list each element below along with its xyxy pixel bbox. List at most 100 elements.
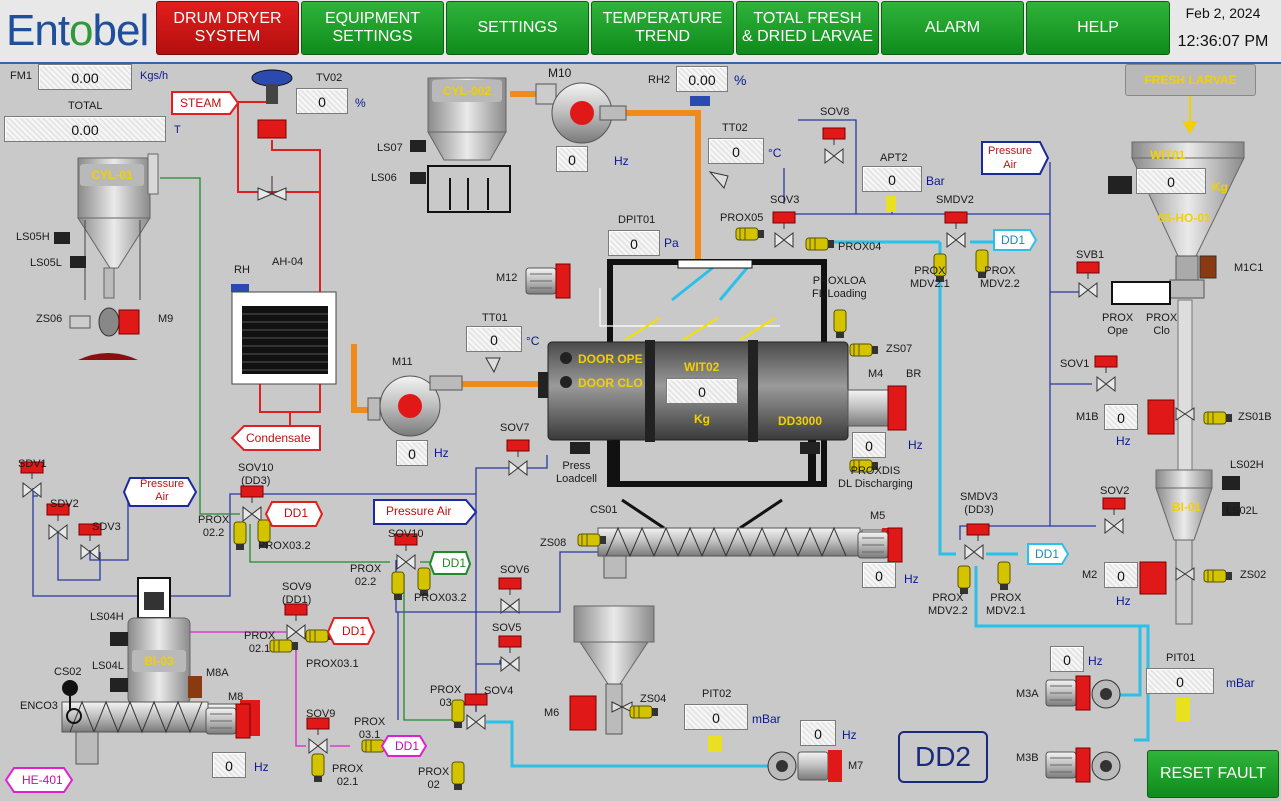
proxdis-label: PROXDIS DL Discharging (838, 465, 913, 490)
tt01-label: TT01 (482, 312, 508, 324)
prox03-label: PROX 03 (430, 684, 462, 709)
wit01-unit: Kg (1212, 180, 1228, 194)
dpit01-value[interactable]: 0 (608, 230, 660, 256)
prox-mdv21-label: PROX MDV2.1 (910, 265, 950, 290)
m10-label: M10 (548, 66, 572, 80)
m8-label: M8 (228, 691, 244, 703)
m2-label: M2 (1082, 569, 1098, 581)
bi03-bin (61, 577, 260, 765)
cs02-label: CS02 (54, 666, 82, 678)
m10-value[interactable]: 0 (556, 146, 588, 172)
nav-drum-dryer-system[interactable]: DRUM DRYER SYSTEM (156, 1, 299, 55)
pit02-unit: mBar (752, 712, 781, 726)
apt2-unit: Bar (926, 174, 945, 188)
apt2-value[interactable]: 0 (862, 166, 922, 192)
dd1-tag-5: DD1 (1001, 233, 1026, 247)
tv02-unit: % (355, 96, 366, 110)
pit02-label: PIT02 (702, 688, 732, 700)
reset-fault-button[interactable]: RESET FAULT (1147, 750, 1279, 798)
sov10-dd3-label: SOV10 (DD3) (238, 462, 274, 487)
prox-clo-label: PROX Clo (1146, 312, 1178, 337)
wit02-unit: Kg (694, 412, 710, 426)
current-time: 12:36:07 PM (1177, 33, 1269, 50)
zs01b-label: ZS01B (1238, 411, 1272, 423)
smdv3-label: SMDV3 (DD3) (960, 491, 998, 516)
m8-value[interactable]: 0 (212, 752, 246, 778)
nav-alarm[interactable]: ALARM (881, 1, 1024, 55)
sov6-label: SOV6 (500, 564, 530, 576)
hopper-tag: 65-HO-01 (1158, 211, 1211, 225)
dd1-tag-2: DD1 (342, 624, 367, 638)
pit01-label: PIT01 (1166, 652, 1196, 664)
proxloa-label: PROXLOA FL Loading (812, 275, 867, 300)
cs01-label: CS01 (590, 504, 618, 516)
ls05l-label: LS05L (30, 257, 62, 269)
fm1-unit: Kgs/h (140, 70, 169, 82)
apt2-label: APT2 (880, 152, 908, 164)
m1b-value[interactable]: 0 (1104, 404, 1138, 430)
pit02-value[interactable]: 0 (684, 704, 748, 730)
m1c1-label: M1C1 (1234, 262, 1264, 274)
fm1-value[interactable]: 0.00 (38, 64, 132, 90)
sdv2-label: SDV2 (50, 498, 79, 510)
tv02-control-valve (251, 69, 293, 201)
br-label: BR (906, 368, 922, 380)
tt01-value[interactable]: 0 (466, 326, 522, 352)
funnel-m6 (569, 605, 655, 735)
nav-temperature-trend[interactable]: TEMPERATURE TREND (591, 1, 734, 55)
m5-label: M5 (870, 510, 886, 522)
total-value[interactable]: 0.00 (4, 116, 166, 142)
prox032b-label: PROX03.2 (414, 592, 467, 604)
m7-value[interactable]: 0 (800, 720, 836, 746)
nav-help[interactable]: HELP (1026, 1, 1170, 55)
prox031b-label: PROX 03.1 (354, 716, 386, 741)
wit02-value[interactable]: 0 (666, 378, 738, 404)
nav-total-fresh-dried-larvae[interactable]: TOTAL FRESH & DRIED LARVAE (736, 1, 879, 55)
m3a-blower (1045, 675, 1121, 711)
m3a-value[interactable]: 0 (1050, 646, 1084, 672)
tv02-value[interactable]: 0 (296, 88, 348, 114)
wit02-label: WIT02 (684, 360, 720, 374)
zs07-label: ZS07 (886, 343, 913, 355)
m4-value[interactable]: 0 (852, 432, 886, 458)
prox04-label: PROX04 (838, 241, 882, 253)
sov9-label: SOV9 (306, 708, 336, 720)
nav-equipment-settings[interactable]: EQUIPMENT SETTINGS (301, 1, 444, 55)
m2-unit: Hz (1116, 594, 1131, 608)
m2-value[interactable]: 0 (1104, 562, 1138, 588)
wit01-value[interactable]: 0 (1136, 168, 1206, 194)
top-bar: Entobel DRUM DRYER SYSTEM EQUIPMENT SETT… (0, 0, 1281, 64)
zs04-label: ZS04 (640, 693, 667, 705)
ls05h-label: LS05H (16, 231, 50, 243)
hopper-65-ho-01 (1108, 141, 1245, 625)
nav-settings[interactable]: SETTINGS (446, 1, 589, 55)
wit01-label: WIT01 (1150, 148, 1186, 162)
m4-unit: Hz (908, 438, 923, 452)
pit01-value[interactable]: 0 (1146, 668, 1214, 694)
m8-unit: Hz (254, 760, 269, 774)
rh2-value[interactable]: 0.00 (676, 66, 728, 92)
m5-value[interactable]: 0 (862, 562, 896, 588)
tt02-value[interactable]: 0 (708, 138, 764, 164)
m3b-blower (1045, 747, 1121, 783)
door-ope-label: DOOR OPE (578, 352, 643, 366)
air-heater-ah04 (231, 291, 337, 385)
dd1-tag-1: DD1 (284, 506, 309, 520)
m7-unit: Hz (842, 728, 857, 742)
prox021b-label: PROX 02.1 (332, 763, 364, 788)
m1b-label: M1B (1076, 411, 1099, 423)
sov8-label: SOV8 (820, 106, 850, 118)
zs08-label: ZS08 (540, 537, 567, 549)
fresh-larvae-tag: FRESH LARVAE (1125, 64, 1256, 96)
m11-value[interactable]: 0 (396, 440, 428, 466)
total-unit: T (174, 124, 181, 136)
bi03-tag: BI-03 (132, 650, 186, 672)
current-date: Feb 2, 2024 (1185, 5, 1261, 21)
prox05-label: PROX05 (720, 212, 764, 224)
ls07-label: LS07 (377, 142, 403, 154)
enco3-label: ENCO3 (20, 700, 58, 712)
m11-fan (367, 375, 463, 437)
sdv3-label: SDV3 (92, 521, 121, 533)
sov9-dd1-label: SOV9 (DD1) (282, 581, 312, 606)
